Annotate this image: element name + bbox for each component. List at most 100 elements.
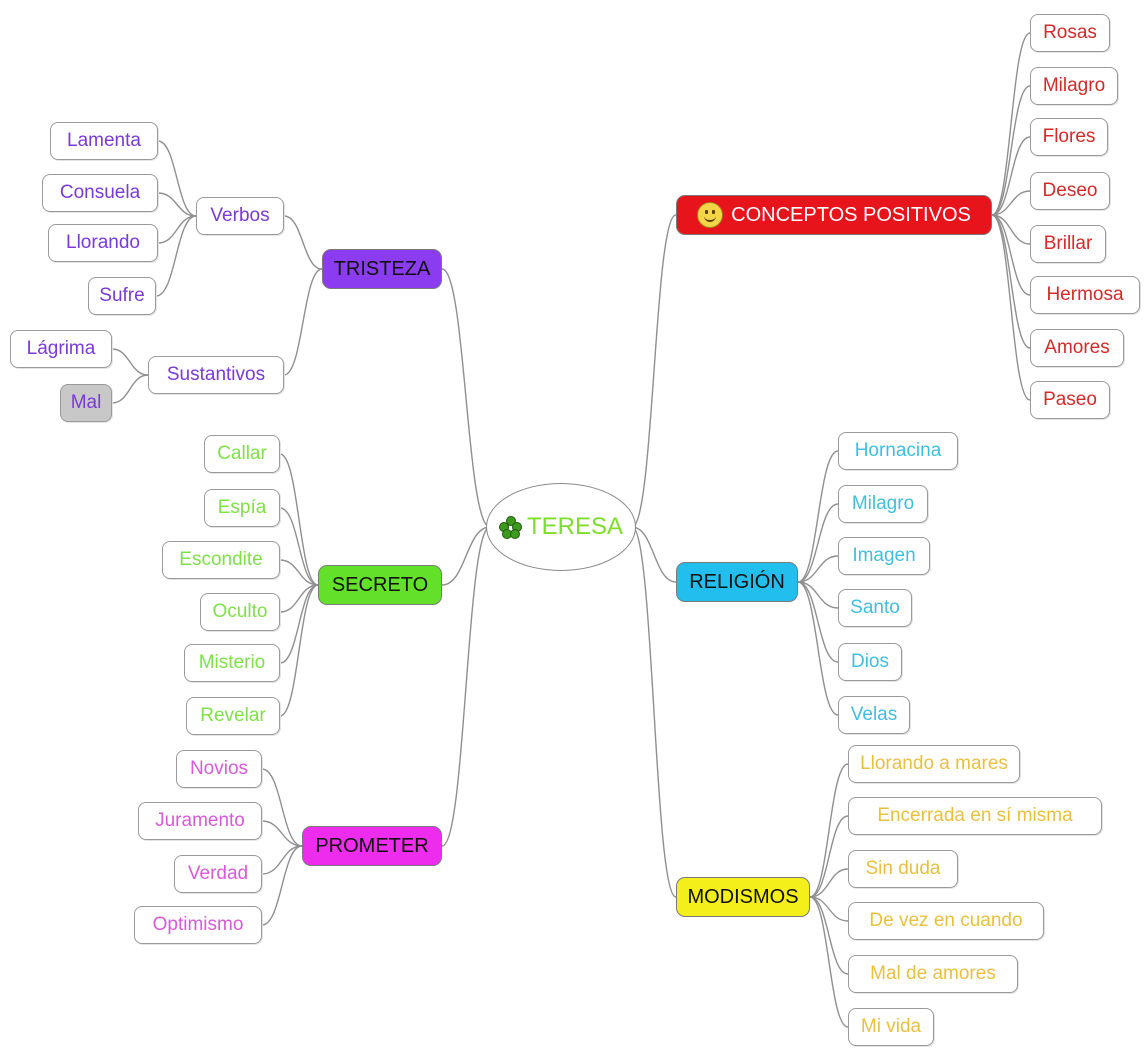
connector-line	[631, 526, 677, 898]
leaf-lagrima[interactable]: Lágrima	[10, 330, 112, 368]
subtopic-verbos[interactable]: Verbos	[196, 197, 284, 235]
leaf-lamenta[interactable]: Lamenta	[50, 122, 158, 160]
leaf-dios[interactable]: Dios	[838, 643, 902, 681]
leaf-consuela[interactable]: Consuela	[42, 174, 158, 212]
leaf-milagro[interactable]: Milagro	[1030, 67, 1118, 105]
leaf-optimismo[interactable]: Optimismo	[134, 906, 262, 944]
connector-line	[797, 581, 839, 716]
leaf-mal-de-amores[interactable]: Mal de amores	[848, 955, 1018, 993]
connector-line	[809, 896, 849, 1028]
connector-line	[991, 85, 1031, 216]
branch-conceptos-positivos[interactable]: CONCEPTOS POSITIVOS	[676, 195, 992, 235]
leaf-hermosa[interactable]: Hermosa	[1030, 276, 1140, 314]
connector-line	[279, 453, 319, 586]
leaf-label: Hermosa	[1046, 284, 1124, 305]
leaf-juramento[interactable]: Juramento	[138, 802, 262, 840]
leaf-deseo[interactable]: Deseo	[1030, 172, 1110, 210]
branch-modismos[interactable]: MODISMOS	[676, 877, 810, 917]
leaf-label: Milagro	[1042, 75, 1106, 96]
leaf-mi-vida[interactable]: Mi vida	[848, 1008, 934, 1046]
connector-line	[797, 450, 839, 583]
leaf-label: Oculto	[212, 601, 268, 622]
leaf-label: Lágrima	[26, 338, 96, 359]
leaf-escondite[interactable]: Escondite	[162, 541, 280, 579]
leaf-label: Rosas	[1043, 22, 1097, 43]
leaf-label: Lamenta	[67, 130, 141, 151]
central-topic-label: TERESA	[526, 513, 624, 540]
connector-line	[157, 215, 197, 244]
connector-line	[991, 214, 1031, 296]
connector-line	[797, 581, 839, 663]
leaf-brillar[interactable]: Brillar	[1030, 225, 1106, 263]
connector-line	[261, 768, 303, 847]
leaf-misterio[interactable]: Misterio	[184, 644, 280, 682]
branch-secreto-label: SECRETO	[331, 573, 429, 596]
connector-line	[991, 136, 1031, 216]
connector-line	[809, 868, 849, 898]
leaf-label: Mi vida	[860, 1016, 922, 1037]
connector-line	[991, 190, 1031, 216]
leaf-sin-duda[interactable]: Sin duda	[848, 850, 958, 888]
branch-tristeza-label: TRISTEZA	[333, 257, 431, 280]
leaf-label: Sin duda	[865, 858, 941, 879]
connector-line	[261, 820, 303, 847]
leaf-label: Amores	[1044, 337, 1110, 358]
connector-line	[283, 215, 323, 270]
branch-secreto[interactable]: SECRETO	[318, 565, 442, 605]
leaf-de-vez-en-cuando[interactable]: De vez en cuando	[848, 902, 1044, 940]
leaf-paseo[interactable]: Paseo	[1030, 381, 1110, 419]
leaf-mal[interactable]: Mal	[60, 384, 112, 422]
smiley-icon	[697, 202, 724, 228]
leaf-novios[interactable]: Novios	[176, 750, 262, 788]
subtopic-sustantivos-label: Sustantivos	[166, 364, 266, 385]
connector-line	[809, 896, 849, 975]
leaf-label: Mal de amores	[870, 963, 996, 984]
connector-line	[155, 215, 197, 297]
leaf-santo[interactable]: Santo	[838, 589, 912, 627]
leaf-oculto[interactable]: Oculto	[200, 593, 280, 631]
connector-line	[991, 214, 1031, 245]
connector-line	[441, 268, 491, 528]
leaf-encerrada-en-si-misma[interactable]: Encerrada en sí misma	[848, 797, 1102, 835]
connector-line	[441, 526, 491, 847]
branch-prometer-label: PROMETER	[315, 834, 429, 857]
connector-line	[157, 192, 197, 217]
subtopic-verbos-label: Verbos	[210, 205, 270, 226]
leaf-hornacina[interactable]: Hornacina	[838, 432, 958, 470]
leaf-label: Callar	[217, 443, 267, 464]
leaf-callar[interactable]: Callar	[204, 435, 280, 473]
leaf-label: Encerrada en sí misma	[877, 805, 1073, 826]
leaf-imagen[interactable]: Imagen	[838, 537, 930, 575]
branch-prometer[interactable]: PROMETER	[302, 826, 442, 866]
leaf-label: Escondite	[179, 549, 263, 570]
leaf-label: Mal	[70, 392, 102, 413]
leaf-sufre[interactable]: Sufre	[88, 277, 156, 315]
flower-icon	[498, 516, 522, 539]
leaf-label: Deseo	[1042, 180, 1098, 201]
leaf-llorando-a-mares[interactable]: Llorando a mares	[848, 745, 1020, 783]
leaf-label: De vez en cuando	[869, 910, 1023, 931]
leaf-rosas[interactable]: Rosas	[1030, 14, 1110, 52]
leaf-verdad[interactable]: Verdad	[174, 855, 262, 893]
leaf-amores[interactable]: Amores	[1030, 329, 1124, 367]
subtopic-sustantivos[interactable]: Sustantivos	[148, 356, 284, 394]
leaf-flores[interactable]: Flores	[1030, 118, 1108, 156]
connector-line	[797, 503, 839, 583]
leaf-espia[interactable]: Espía	[204, 489, 280, 527]
branch-religion[interactable]: RELIGIÓN	[676, 562, 798, 602]
branch-tristeza[interactable]: TRISTEZA	[322, 249, 442, 289]
connector-line	[111, 348, 149, 376]
leaf-milagro[interactable]: Milagro	[838, 485, 928, 523]
central-topic[interactable]: TERESA	[486, 483, 636, 571]
leaf-velas[interactable]: Velas	[838, 696, 910, 734]
connector-line	[441, 526, 491, 586]
leaf-label: Hornacina	[854, 440, 942, 461]
leaf-revelar[interactable]: Revelar	[186, 697, 280, 735]
leaf-label: Flores	[1042, 126, 1096, 147]
leaf-llorando[interactable]: Llorando	[48, 224, 158, 262]
leaf-label: Novios	[189, 758, 249, 779]
leaf-label: Dios	[850, 651, 889, 672]
leaf-label: Llorando a mares	[860, 753, 1008, 774]
leaf-label: Consuela	[59, 182, 141, 203]
